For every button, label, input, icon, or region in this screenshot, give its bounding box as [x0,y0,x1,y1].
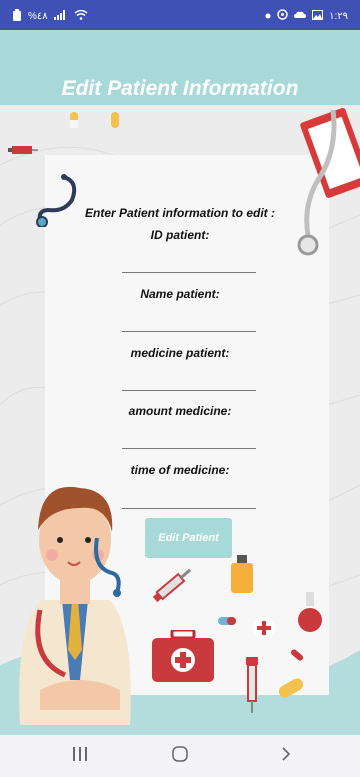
wifi-icon [74,9,88,23]
recent-apps-icon[interactable] [60,745,100,767]
doctor-illustration-icon [19,486,131,725]
bandage-icon [278,678,304,698]
home-icon[interactable] [160,745,200,767]
signal-icon [53,10,68,23]
stethoscope-blue-icon [94,538,121,597]
pill-capsule-icon [218,617,236,625]
status-right: ١:٢٩ [265,9,348,23]
edit-patient-button[interactable]: Edit Patient [145,518,232,558]
syringe-center-icon [152,568,192,603]
stethoscope-left-icon [36,174,77,227]
syringe-top-left-icon [8,146,38,154]
first-aid-kit-icon [152,630,214,682]
id-label: ID patient: [150,228,210,242]
amount-label: amount medicine: [128,404,232,418]
page-title: Edit Patient Information [61,77,299,100]
clock-time: ١:٢٩ [329,10,348,22]
clipboard-icon [300,107,360,198]
battery-percent: %٤٨ [28,11,48,22]
sync-icon [277,9,288,23]
small-pill-icon [290,649,304,661]
battery-icon [12,9,22,24]
flask-icon [298,592,322,632]
pill-top-icon [70,112,78,128]
name-label: Name patient: [140,287,220,301]
syringe-bottom-icon [246,657,258,713]
stethoscope-right-icon [297,110,337,256]
medicine-label: medicine patient: [130,346,230,360]
status-left: %٤٨ [12,9,88,24]
system-nav-bar [0,735,360,777]
bottle-orange-icon [231,555,253,593]
medicine-input[interactable] [122,370,256,391]
time-label: time of medicine: [130,463,230,477]
name-input[interactable] [122,311,256,332]
status-bar: %٤٨ ١:٢٩ [0,0,360,30]
back-icon[interactable] [266,745,306,767]
cloud-icon [294,11,307,22]
id-input[interactable] [122,252,256,273]
pill-top-2-icon [111,112,119,128]
red-cross-icon [253,617,275,639]
dot-icon [265,11,271,22]
time-input[interactable] [122,488,256,509]
gallery-icon [312,9,324,23]
amount-input[interactable] [122,428,256,449]
app-header: Edit Patient Information [0,30,360,105]
form-intro: Enter Patient information to edit : [84,206,275,220]
